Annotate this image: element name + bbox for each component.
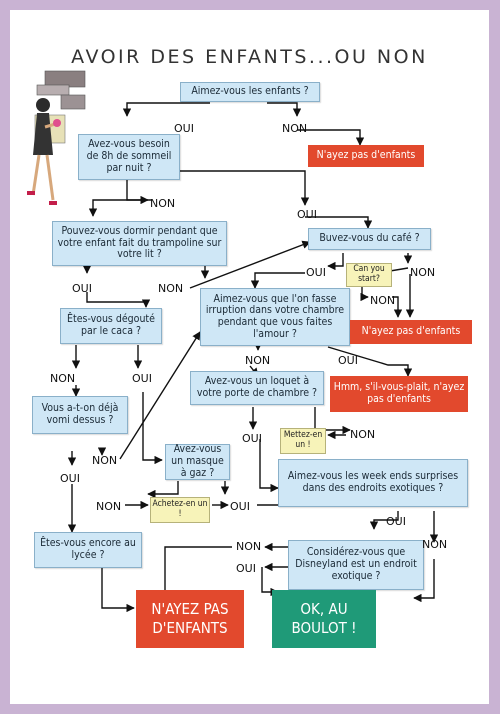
outcome-final-yes: OK, AU BOULOT ! xyxy=(272,590,376,648)
arrow-non-trampoline xyxy=(88,199,152,217)
question-trampoline: Pouvez-vous dormir pendant que votre enf… xyxy=(52,221,227,266)
arrow-irruption-oui xyxy=(327,346,413,377)
label-non: NON xyxy=(422,538,448,551)
arrow-non-to-irruption xyxy=(119,331,201,460)
question-high-school: Êtes-vous encore au lycée ? xyxy=(34,532,142,568)
label-non: NON xyxy=(236,540,262,553)
question-irruption: Aimez-vous que l'on fasse irruption dans… xyxy=(200,288,350,346)
outcome-no-kids-1: N'ayez pas d'enfants xyxy=(308,145,424,167)
question-vomit: Vous a-t-on déjà vomi dessus ? xyxy=(32,396,128,434)
poster: AVOIR DES ENFANTS...OU NON xyxy=(10,10,489,704)
question-gas-mask: Avez-vous un masque à gaz ? xyxy=(165,443,230,480)
flowchart-connectors xyxy=(67,102,439,613)
outcome-please-no: Hmm, s'il-vous-plait, n'ayez pas d'enfan… xyxy=(330,376,468,412)
outcome-final-no: N'AYEZ PAS D'ENFANTS xyxy=(136,590,244,648)
label-oui: OUI xyxy=(338,354,358,367)
label-non: NON xyxy=(158,282,184,295)
question-coffee: Buvez-vous du café ? xyxy=(308,228,431,250)
label-oui: OUI xyxy=(230,500,250,513)
woman-with-gifts-illustration xyxy=(27,70,86,205)
arrow-likekids-non xyxy=(267,102,302,117)
label-non: NON xyxy=(92,454,118,467)
arrow-non-to-coffee xyxy=(189,240,311,289)
outcome-no-kids-2: N'ayez pas d'enfants xyxy=(350,320,472,344)
label-oui: OUI xyxy=(242,432,262,445)
arrow-weekends-oui xyxy=(369,511,399,530)
arrow-coffee-oui xyxy=(327,253,344,271)
question-lock: Avez-vous un loquet à votre porte de cha… xyxy=(190,371,324,405)
label-non: NON xyxy=(150,197,176,210)
label-oui: OUI xyxy=(386,515,406,528)
arrow-oui-weekends xyxy=(259,439,279,493)
arrow-canstart-nonright xyxy=(392,296,403,318)
label-non: NON xyxy=(410,266,436,279)
label-oui: OUI xyxy=(174,122,194,135)
arrow-oui-to-finalyes xyxy=(261,567,279,597)
note-put-one: Mettez-en un ! xyxy=(280,428,326,454)
question-disneyland: Considérez-vous que Disneyland est un en… xyxy=(288,540,424,590)
label-oui: OUI xyxy=(132,372,152,385)
arrow-likekids-oui xyxy=(122,102,210,117)
arrow-non-final xyxy=(413,559,435,603)
arrow-sleep-oui xyxy=(177,170,310,206)
arrow-canstart-non xyxy=(360,287,369,302)
arrow-oui-gasmask xyxy=(142,392,163,465)
arrow-non-to-nokids xyxy=(297,129,365,146)
note-can-you-start: Can you start? xyxy=(346,263,392,287)
arrow-lycee-to-finalno xyxy=(101,567,135,613)
label-oui: OUI xyxy=(306,266,326,279)
question-sleep: Avez-vous besoin de 8h de sommeil par nu… xyxy=(78,134,180,180)
arrow-oui-irruption xyxy=(250,272,305,289)
label-non: NON xyxy=(370,294,396,307)
question-like-kids: Aimez-vous les enfants ? xyxy=(180,82,320,102)
label-oui: OUI xyxy=(297,208,317,221)
label-oui: OUI xyxy=(72,282,92,295)
label-non: NON xyxy=(350,428,376,441)
arrow-oui-coffee xyxy=(305,216,373,229)
label-oui: OUI xyxy=(236,562,256,575)
label-non: NON xyxy=(245,354,271,367)
page-title: AVOIR DES ENFANTS...OU NON xyxy=(71,46,428,68)
arrow-oui-poop xyxy=(86,292,151,308)
question-poop: Êtes-vous dégouté par le caca ? xyxy=(60,308,162,344)
note-buy-one: Achetez-en un ! xyxy=(150,497,210,523)
label-oui: OUI xyxy=(60,472,80,485)
label-non: NON xyxy=(96,500,122,513)
question-weekends: Aimez-vous les week ends surprises dans … xyxy=(278,459,468,507)
label-non: NON xyxy=(50,372,76,385)
label-non: NON xyxy=(282,122,308,135)
arrow-gasmask-non xyxy=(147,481,179,499)
